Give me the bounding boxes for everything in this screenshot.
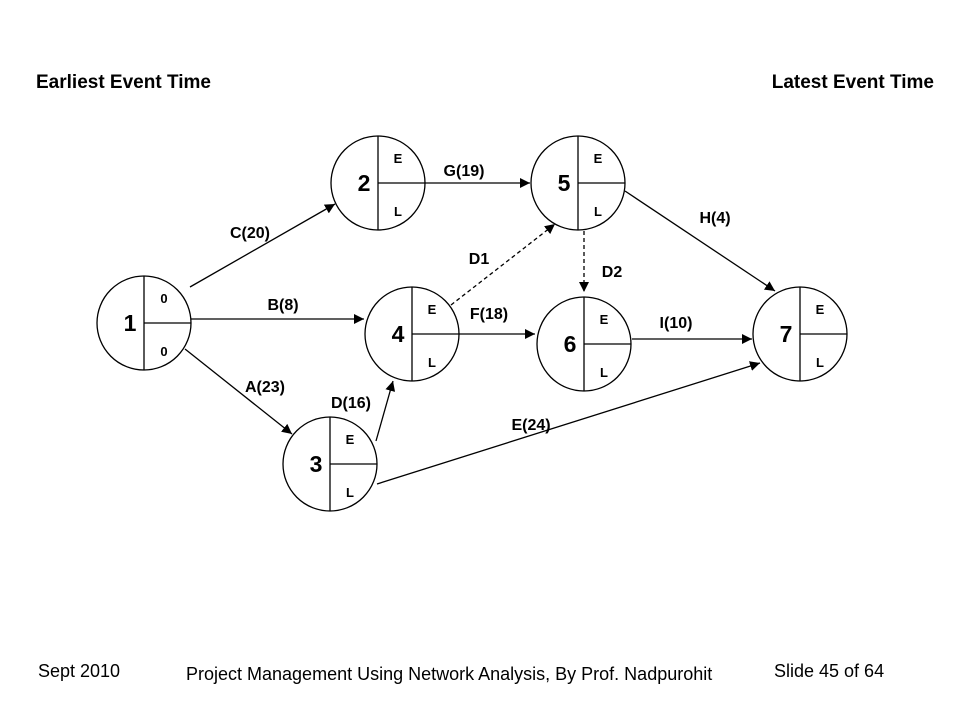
network-diagram: C(20) B(8) A(23) G(19) D(16) E(24) D1F(18) D2 H(… bbox=[96, 135, 848, 512]
activity-arrow bbox=[189, 203, 336, 288]
footer-slide-number: Slide 45 of 64 bbox=[774, 661, 885, 681]
activity-5-7: H(4) bbox=[624, 190, 776, 292]
activity-label: D1 bbox=[469, 251, 490, 268]
event-node-6: 6 E L bbox=[536, 296, 632, 392]
event-node-1: 1 0 0 bbox=[96, 275, 192, 371]
activity-3-4: D(16) bbox=[331, 380, 396, 442]
activity-arrow bbox=[375, 380, 396, 442]
activity-label: F(18) bbox=[470, 306, 508, 323]
earliest-time-slot: E bbox=[600, 312, 609, 327]
latest-time-slot: L bbox=[428, 355, 436, 370]
activity-4-5: D1 bbox=[450, 223, 556, 306]
latest-time-slot: L bbox=[346, 485, 354, 500]
event-number: 6 bbox=[564, 331, 577, 357]
latest-event-time-label: Latest Event Time bbox=[771, 72, 934, 93]
activity-1-2: C(20) bbox=[189, 203, 336, 288]
activity-label: A(23) bbox=[245, 379, 285, 396]
activity-arrow bbox=[624, 190, 776, 292]
earliest-time-slot: 0 bbox=[160, 291, 167, 306]
activity-label: D2 bbox=[602, 264, 623, 281]
activity-5-6: D2 bbox=[579, 231, 623, 292]
activity-label: E(24) bbox=[511, 417, 550, 434]
event-number: 1 bbox=[124, 310, 137, 336]
footer-date: Sept 2010 bbox=[38, 661, 121, 681]
latest-time-slot: L bbox=[600, 365, 608, 380]
activity-arrow bbox=[376, 361, 761, 485]
activity-label: C(20) bbox=[230, 225, 270, 242]
event-node-4: 4 E L bbox=[364, 286, 460, 382]
activity-4-6: F(18) bbox=[459, 306, 535, 339]
activity-label: D(16) bbox=[331, 395, 371, 412]
earliest-time-slot: E bbox=[394, 151, 403, 166]
footer-title: Project Management Using Network Analysi… bbox=[186, 664, 713, 684]
event-number: 4 bbox=[392, 321, 405, 347]
activity-2-5: G(19) bbox=[425, 163, 530, 188]
event-node-3: 3 E L bbox=[282, 416, 378, 512]
event-node-5: 5 E L bbox=[530, 135, 626, 231]
activity-label: H(4) bbox=[699, 210, 730, 227]
activity-arrow bbox=[184, 348, 293, 435]
event-number: 5 bbox=[558, 170, 571, 196]
activity-1-3: A(23) bbox=[184, 348, 293, 435]
earliest-time-slot: E bbox=[594, 151, 603, 166]
activity-3-7: E(24) bbox=[376, 361, 761, 485]
latest-time-slot: L bbox=[594, 204, 602, 219]
event-number: 2 bbox=[358, 170, 371, 196]
event-node-7: 7 E L bbox=[752, 286, 848, 382]
activity-6-7: I(10) bbox=[632, 315, 752, 344]
event-number: 7 bbox=[780, 321, 793, 347]
latest-time-slot: 0 bbox=[160, 344, 167, 359]
event-node-2: 2 E L bbox=[330, 135, 426, 231]
earliest-time-slot: E bbox=[428, 302, 437, 317]
latest-time-slot: L bbox=[816, 355, 824, 370]
activity-label: I(10) bbox=[660, 315, 693, 332]
activity-arrow bbox=[450, 223, 556, 306]
event-number: 3 bbox=[310, 451, 323, 477]
earliest-event-time-label: Earliest Event Time bbox=[36, 72, 211, 93]
activity-label: B(8) bbox=[267, 297, 298, 314]
earliest-time-slot: E bbox=[346, 432, 355, 447]
earliest-time-slot: E bbox=[816, 302, 825, 317]
activity-1-4: B(8) bbox=[191, 297, 364, 324]
latest-time-slot: L bbox=[394, 204, 402, 219]
activity-label: G(19) bbox=[444, 163, 485, 180]
